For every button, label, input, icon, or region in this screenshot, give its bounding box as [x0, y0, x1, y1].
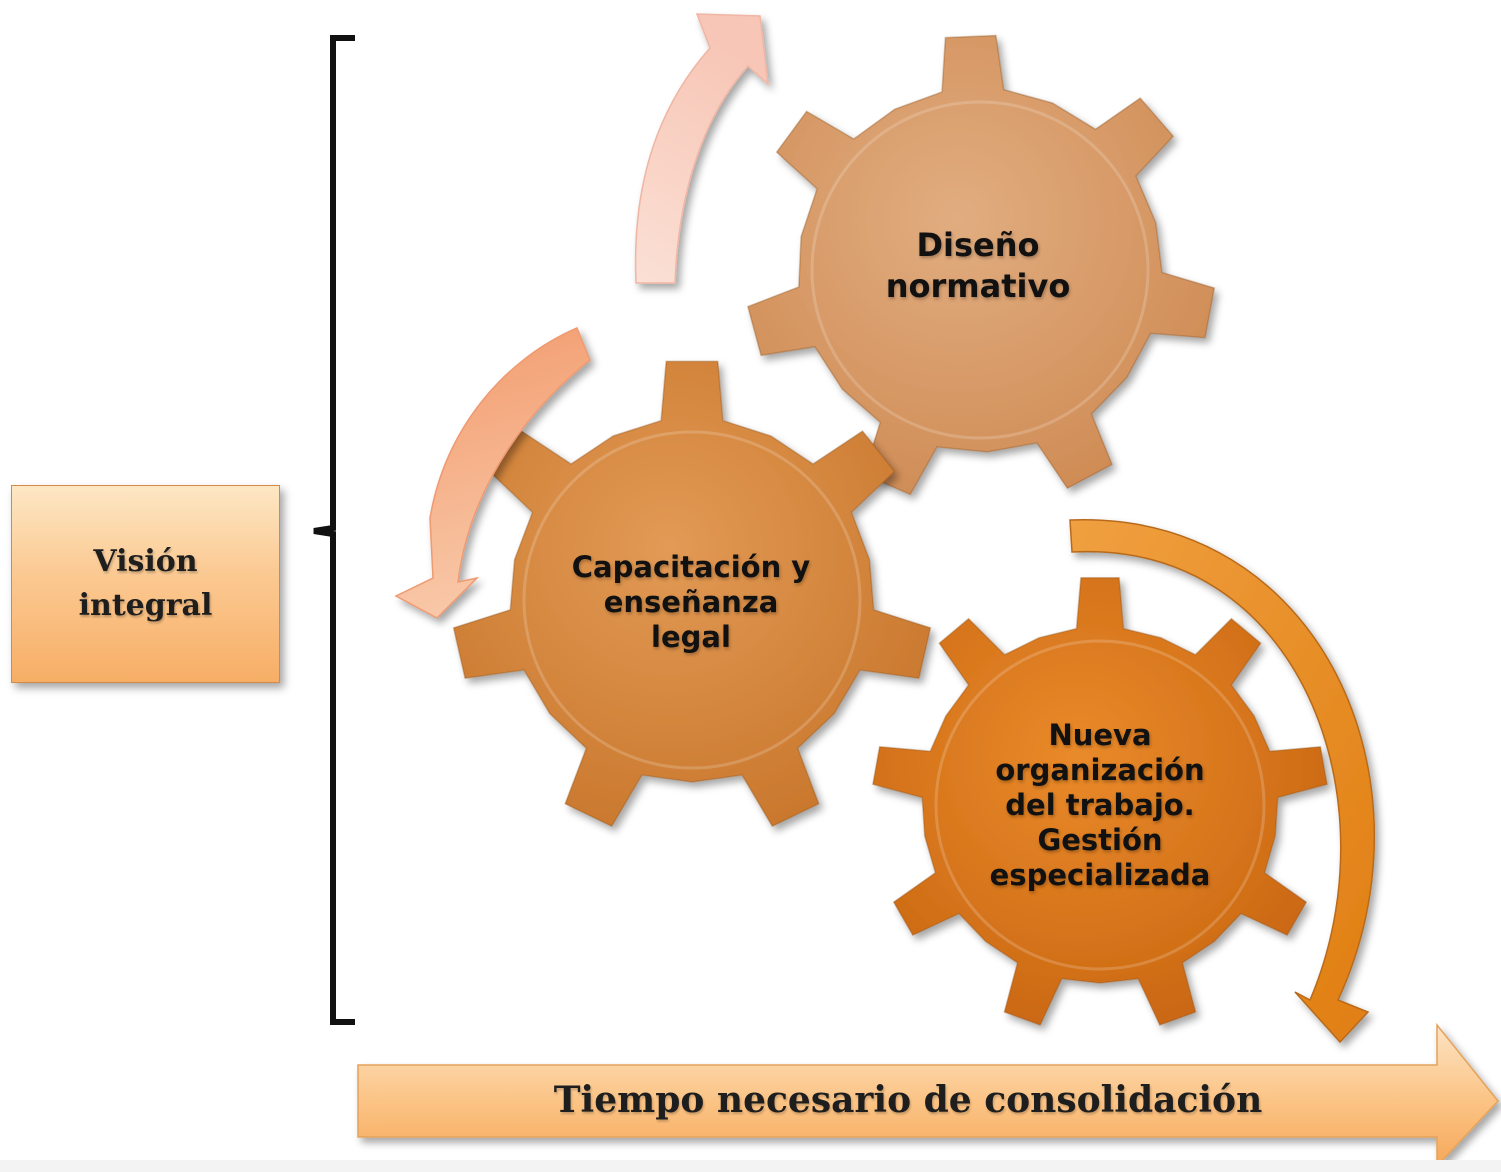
timeline-label: Tiempo necesario de consolidación [553, 1079, 1263, 1121]
curved-arrow-top-icon [634, 13, 769, 284]
bottom-strip [0, 1160, 1501, 1172]
timeline-arrow [357, 1022, 1499, 1168]
gear-capacitacion-highlight [522, 430, 862, 770]
gear-nueva-organizacion [872, 577, 1328, 1026]
bracket-icon [313, 35, 355, 1025]
vision-box-label: Visión integral [78, 544, 213, 623]
vision-box: Visión integral [11, 485, 280, 683]
gear-nueva-organizacion-highlight [934, 639, 1266, 971]
curved-arrow-left-icon [394, 327, 591, 619]
gear-label-capacitacion: Capacitación y enseñanza legal [571, 550, 811, 654]
gear-diseno-normativo-highlight [810, 100, 1150, 440]
gear-label-diseno-normativo: Diseño normativo [885, 226, 1071, 305]
gear-capacitacion [452, 360, 932, 828]
gear-group [452, 34, 1328, 1026]
gear-diseno-normativo [746, 34, 1216, 496]
gear-label-nueva-organizacion: Nueva organización del trabajo. Gestión … [989, 718, 1211, 892]
curved-arrow-right-icon [1069, 519, 1376, 1044]
